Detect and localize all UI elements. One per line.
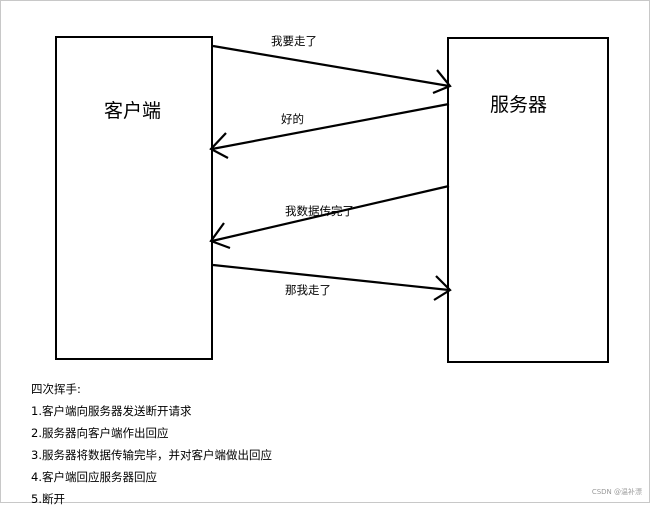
arrow-server-to-client-2 [209,184,450,250]
server-label: 服务器 [490,94,548,116]
notes-block: 四次挥手: 1.客户端向服务器发送断开请求 2.服务器向客户端作出回应 3.服务… [31,378,272,510]
arrow-client-to-server-2 [212,263,452,301]
message-label-3: 我数据传完了 [285,204,354,218]
message-label-4: 那我走了 [285,283,331,297]
message-label-2: 好的 [281,112,304,126]
arrow-server-to-client-1 [209,102,450,159]
notes-title: 四次挥手: [31,382,81,396]
note-step: 3.服务器将数据传输完毕，并对客户端做出回应 [31,448,272,462]
watermark: CSDN @温补漂 [591,488,642,496]
note-step: 1.客户端向服务器发送断开请求 [31,404,192,418]
client-box [55,36,213,360]
server-box [447,37,609,363]
note-step: 2.服务器向客户端作出回应 [31,426,169,440]
arrow-client-to-server-1 [212,44,452,95]
note-step: 5.断开 [31,492,65,506]
message-label-1: 我要走了 [271,34,317,48]
note-step: 4.客户端回应服务器回应 [31,470,157,484]
client-label: 客户端 [104,100,162,122]
